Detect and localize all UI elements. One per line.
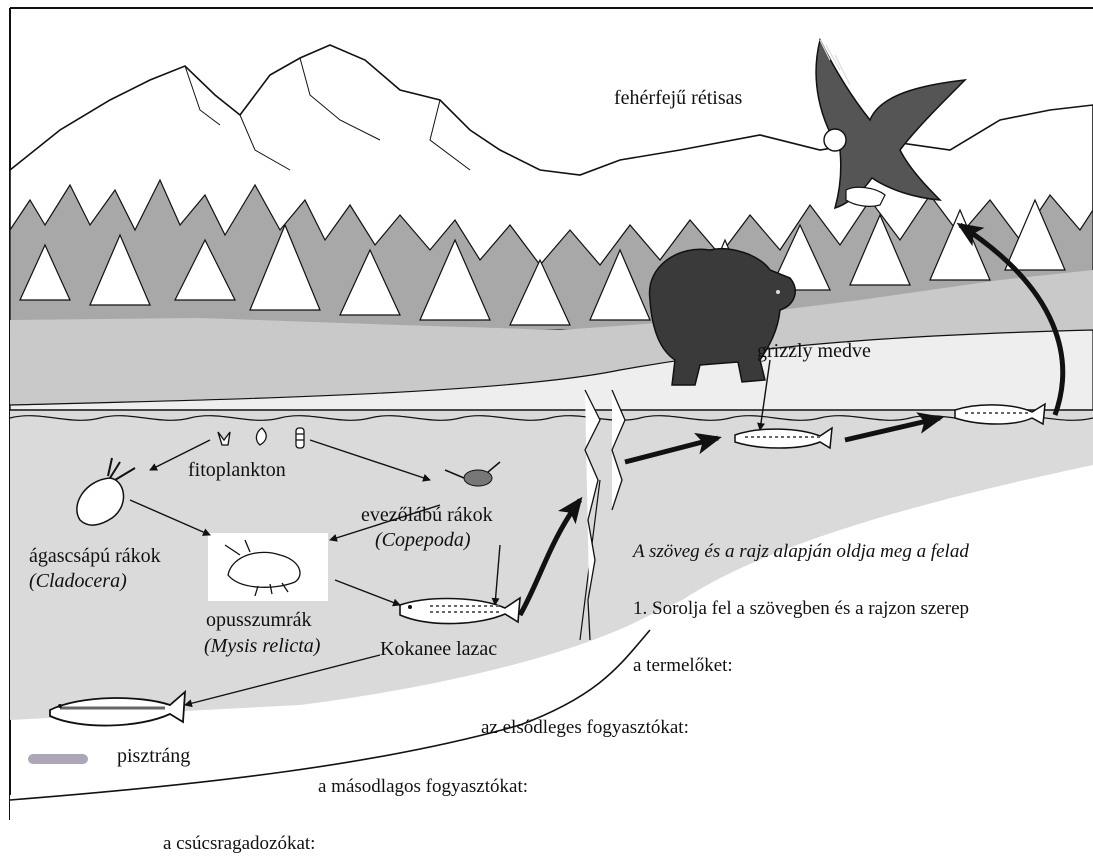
- mysis-latin-label: (Mysis relicta): [204, 635, 320, 658]
- task-intro: A szöveg és a rajz alapján oldja meg a f…: [633, 541, 969, 563]
- eagle-label: fehérfejű rétisas: [614, 87, 742, 110]
- cladocera-label: ágascsápú rákok: [29, 545, 161, 568]
- copepod-label: evezőlábú rákok: [361, 504, 493, 527]
- copepod-latin-label: (Copepoda): [375, 529, 471, 552]
- producers-prompt: a termelőket:: [633, 655, 733, 677]
- trout-label: pisztráng: [117, 745, 190, 768]
- secondary-consumers-prompt: a másodlagos fogyasztókat:: [318, 776, 528, 798]
- bear-label: grizzly medve: [757, 340, 871, 363]
- cladocera-latin-label: (Cladocera): [29, 570, 127, 593]
- question-1: 1. Sorolja fel a szövegben és a rajzon s…: [633, 598, 969, 620]
- phytoplankton-label: fitoplankton: [188, 459, 286, 482]
- primary-consumers-prompt: az elsődleges fogyasztókat:: [481, 717, 689, 739]
- label-smudge: [28, 754, 88, 764]
- mysis-label: opusszumrák: [206, 609, 312, 632]
- kokanee-label: Kokanee lazac: [380, 638, 497, 661]
- apex-predators-prompt: a csúcsragadozókat:: [163, 833, 315, 855]
